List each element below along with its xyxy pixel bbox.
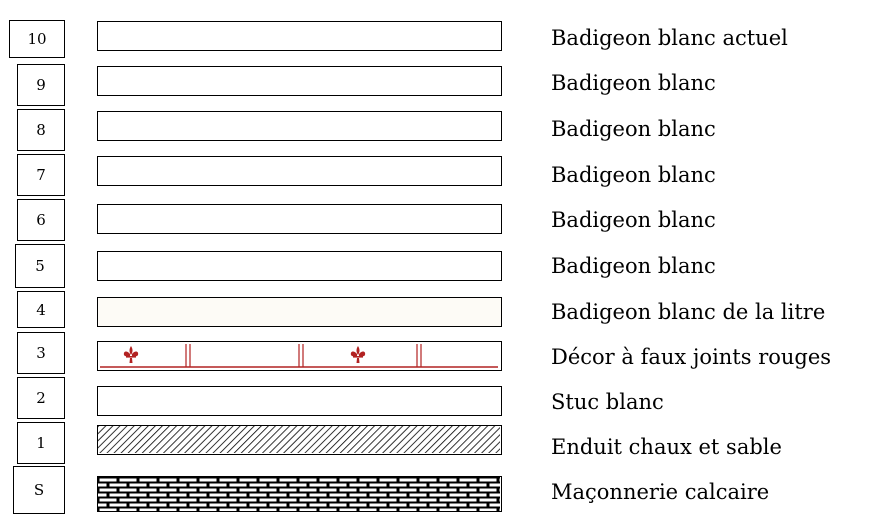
layer-number-8: 8 bbox=[17, 109, 65, 151]
hatch-pattern bbox=[98, 426, 500, 453]
layer-band-s bbox=[97, 476, 502, 512]
layer-label-7: Badigeon blanc bbox=[551, 163, 716, 187]
layer-label-2: Stuc blanc bbox=[551, 390, 664, 414]
layer-label-s: Maçonnerie calcaire bbox=[551, 480, 770, 504]
layer-band-5 bbox=[97, 251, 502, 281]
layer-label-3: Décor à faux joints rouges bbox=[551, 345, 832, 369]
double-joint-2 bbox=[298, 344, 304, 367]
layer-band-10 bbox=[97, 21, 502, 51]
layer-label-5: Badigeon blanc bbox=[551, 254, 716, 278]
layer-label-6: Badigeon blanc bbox=[551, 208, 716, 232]
double-joint-1 bbox=[185, 344, 191, 367]
layer-band-4 bbox=[97, 297, 502, 327]
layer-band-9 bbox=[97, 66, 502, 96]
faux-joints-decor bbox=[100, 344, 498, 368]
fleur-de-lis-icon bbox=[350, 346, 366, 363]
layer-number-6: 6 bbox=[17, 199, 65, 241]
layer-label-4: Badigeon blanc de la litre bbox=[551, 300, 826, 324]
layer-number-2: 2 bbox=[17, 377, 65, 419]
layer-band-1 bbox=[97, 425, 502, 455]
layer-number-10: 10 bbox=[9, 20, 65, 58]
double-joint-3 bbox=[416, 344, 422, 367]
layer-number-1: 1 bbox=[17, 422, 65, 464]
layer-label-1: Enduit chaux et sable bbox=[551, 435, 782, 459]
fleur-de-lis-icon bbox=[123, 346, 139, 363]
layer-number-5: 5 bbox=[15, 244, 65, 288]
layer-label-10: Badigeon blanc actuel bbox=[551, 26, 788, 50]
layer-band-8 bbox=[97, 111, 502, 141]
layer-number-3: 3 bbox=[17, 332, 65, 374]
layer-band-2 bbox=[97, 386, 502, 416]
layer-number-s: S bbox=[13, 466, 65, 514]
layer-number-9: 9 bbox=[17, 64, 65, 106]
layer-band-3 bbox=[97, 341, 502, 371]
layer-band-7 bbox=[97, 156, 502, 186]
layer-number-7: 7 bbox=[17, 154, 65, 196]
layer-number-4: 4 bbox=[17, 291, 65, 328]
layer-label-9: Badigeon blanc bbox=[551, 71, 716, 95]
layer-label-8: Badigeon blanc bbox=[551, 117, 716, 141]
layer-band-6 bbox=[97, 204, 502, 234]
masonry-pattern bbox=[98, 477, 500, 511]
